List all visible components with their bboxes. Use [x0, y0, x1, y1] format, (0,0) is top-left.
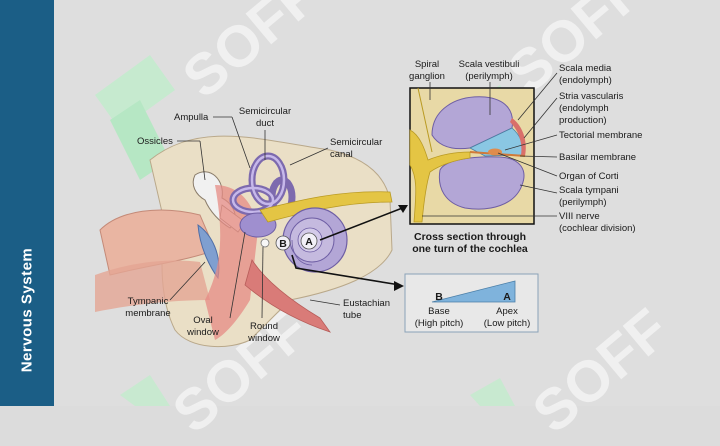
label-semicircular-duct-1: Semicircular — [239, 106, 291, 117]
ear-diagram: B A Ampulla Semicircular duct — [95, 55, 642, 406]
label-scala-tympani-2: (perilymph) — [559, 197, 607, 208]
pitch-apex-1: Apex — [496, 306, 518, 317]
label-ossicles: Ossicles — [137, 136, 173, 147]
label-scala-vestibuli-2: (perilymph) — [465, 71, 513, 82]
label-scala-media-1: Scala media — [559, 63, 612, 74]
caption-line-1: Cross section through — [414, 231, 526, 243]
label-round-window-2: window — [247, 333, 280, 344]
marker-b: B — [279, 238, 287, 250]
label-oval-window-2: window — [186, 327, 219, 338]
label-eustachian-tube-2: tube — [343, 310, 362, 321]
label-stria-vascularis-1: Stria vascularis — [559, 91, 624, 102]
pitch-a-label: A — [503, 291, 511, 303]
label-stria-vascularis-2: (endolymph — [559, 103, 609, 114]
label-semicircular-duct-2: duct — [256, 118, 274, 129]
label-tympanic-membrane-2: membrane — [125, 308, 170, 319]
label-scala-media-2: (endolymph) — [559, 75, 612, 86]
caption-line-2: one turn of the cochlea — [412, 243, 528, 255]
main-labels: Ampulla Semicircular duct Ossicles Semic… — [125, 106, 390, 344]
watermark-logo-icon-3 — [120, 375, 515, 406]
sidebar-title: Nervous System — [18, 247, 36, 373]
label-scala-vestibuli-1: Scala vestibuli — [459, 59, 520, 70]
label-ampulla: Ampulla — [174, 112, 209, 123]
cochlea-cross-section — [409, 87, 535, 225]
pitch-wedge-shape — [431, 280, 516, 303]
label-spiral-ganglion-1: Spiral — [415, 59, 439, 70]
label-semicircular-canal-1: Semicircular — [330, 137, 382, 148]
label-scala-tympani-1: Scala tympani — [559, 185, 619, 196]
label-round-window-1: Round — [250, 321, 278, 332]
eustachian-tube-shape — [244, 259, 332, 333]
label-viii-nerve-1: VIII nerve — [559, 211, 600, 222]
label-semicircular-canal-2: canal — [330, 149, 353, 160]
label-viii-nerve-2: (cochlear division) — [559, 223, 636, 234]
cross-section-leaders — [422, 72, 558, 217]
pitch-b-label: B — [435, 291, 443, 303]
leader-lines — [169, 116, 408, 319]
cross-section-labels: Spiral ganglion Scala vestibuli (perilym… — [409, 59, 642, 255]
label-eustachian-tube-1: Eustachian — [343, 298, 390, 309]
pitch-box: B A Base (High pitch) Apex (Low pitch) — [404, 273, 539, 333]
ear-anatomy: B A — [95, 135, 393, 348]
label-oval-window-1: Oval — [193, 315, 213, 326]
marker-a: A — [305, 236, 313, 248]
label-tectorial-membrane: Tectorial membrane — [559, 130, 642, 141]
sidebar: Nervous System — [0, 0, 54, 406]
label-stria-vascularis-3: production) — [559, 115, 607, 126]
pitch-apex-2: (Low pitch) — [484, 318, 530, 329]
pitch-base-1: Base — [428, 306, 450, 317]
label-basilar-membrane: Basilar membrane — [559, 152, 636, 163]
pitch-base-2: (High pitch) — [415, 318, 464, 329]
label-tympanic-membrane-1: Tympanic — [128, 296, 169, 307]
label-organ-of-corti: Organ of Corti — [559, 171, 619, 182]
label-spiral-ganglion-2: ganglion — [409, 71, 445, 82]
slide: SOFF SOFF SOFF SOFF — [0, 0, 681, 446]
